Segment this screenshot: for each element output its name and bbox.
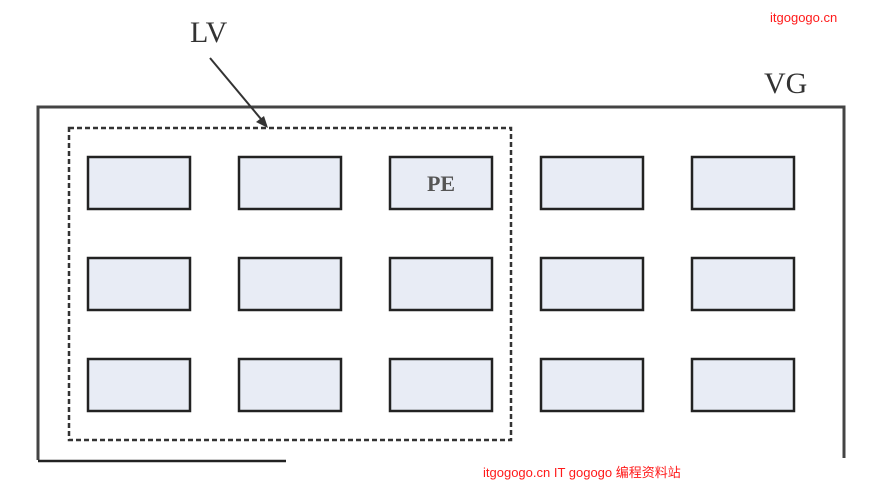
physical-extent	[86, 357, 192, 413]
watermark-bottom: itgogogo.cn IT gogogo 编程资料站	[483, 465, 681, 480]
physical-extent	[539, 155, 645, 211]
physical-extent	[539, 357, 645, 413]
lv-arrow	[209, 57, 268, 128]
physical-extent	[86, 256, 192, 312]
logical-volume	[67, 126, 513, 442]
physical-extent-grid: PE	[86, 155, 796, 413]
physical-extent	[690, 155, 796, 211]
physical-extent	[237, 357, 343, 413]
physical-extent	[388, 155, 494, 211]
physical-extent	[690, 256, 796, 312]
physical-extent	[388, 357, 494, 413]
physical-extent	[237, 155, 343, 211]
physical-extent	[690, 357, 796, 413]
physical-extent	[539, 256, 645, 312]
physical-extent	[388, 256, 494, 312]
physical-extent	[237, 256, 343, 312]
vg-label: VG	[764, 67, 807, 100]
watermark-top: itgogogo.cn	[770, 10, 837, 25]
volume-group	[36, 105, 846, 463]
pe-label: PE	[427, 171, 455, 196]
lv-label: LV	[190, 16, 228, 49]
physical-extent	[86, 155, 192, 211]
